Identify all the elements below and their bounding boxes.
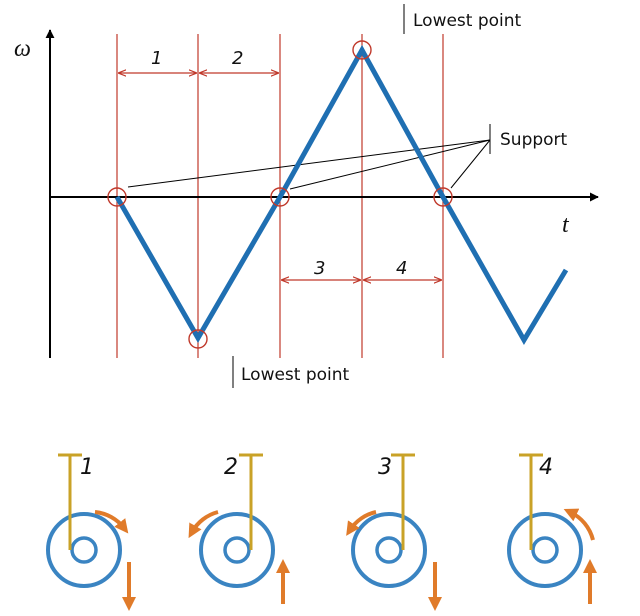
- angular-velocity-wave: [114, 44, 569, 345]
- support-marker-3: [433, 187, 453, 207]
- stage-4-rotation-arrow: [563, 508, 595, 541]
- interval-label-2: 2: [232, 48, 243, 69]
- stage-2-outer-disc: [199, 512, 275, 588]
- interval-label-3: 3: [314, 258, 325, 279]
- interval-label-4: 4: [396, 258, 407, 279]
- support-marker-1: [107, 187, 127, 207]
- stage-3-rotation-arrow: [346, 510, 377, 536]
- lowest-marker-top: [352, 40, 372, 60]
- lowest-top-label: Lowest point: [413, 11, 522, 31]
- stage-2-label: 2: [224, 455, 238, 480]
- stage-1-inner-disc: [70, 536, 98, 564]
- stage-3: 3: [346, 453, 442, 611]
- support-leader-2: [289, 139, 491, 190]
- stage-1: 1: [46, 453, 136, 611]
- stage-3-inner-disc: [375, 536, 403, 564]
- support-marker-2: [270, 187, 290, 207]
- support-leader-1: [127, 139, 491, 188]
- point-markers: [107, 40, 453, 349]
- stage-1-outer-disc: [46, 512, 122, 588]
- stage-2: 2: [188, 453, 290, 604]
- support-leaders: [127, 124, 491, 190]
- stage-4-outer-disc: [507, 512, 583, 588]
- x-axis-label: t: [562, 212, 570, 238]
- lowest-marker-bottom: [188, 329, 208, 349]
- stage-3-label: 3: [378, 455, 392, 480]
- stage-4: 4: [507, 453, 597, 604]
- stage-4-inner-disc: [531, 536, 559, 564]
- interval-label-1: 1: [151, 48, 162, 69]
- lowest-bottom-label: Lowest point: [241, 365, 350, 385]
- y-axis-label: ω: [14, 36, 31, 62]
- stage-3-outer-disc: [351, 512, 427, 588]
- support-label: Support: [500, 130, 568, 150]
- interval-arrows: [119, 73, 441, 280]
- stage-4-label: 4: [539, 455, 553, 480]
- stage-2-rotation-arrow: [188, 510, 219, 539]
- stage-2-inner-disc: [223, 536, 251, 564]
- stage-1-rotation-arrow: [94, 510, 129, 534]
- stage-1-label: 1: [80, 455, 94, 480]
- support-leader-3: [450, 139, 491, 189]
